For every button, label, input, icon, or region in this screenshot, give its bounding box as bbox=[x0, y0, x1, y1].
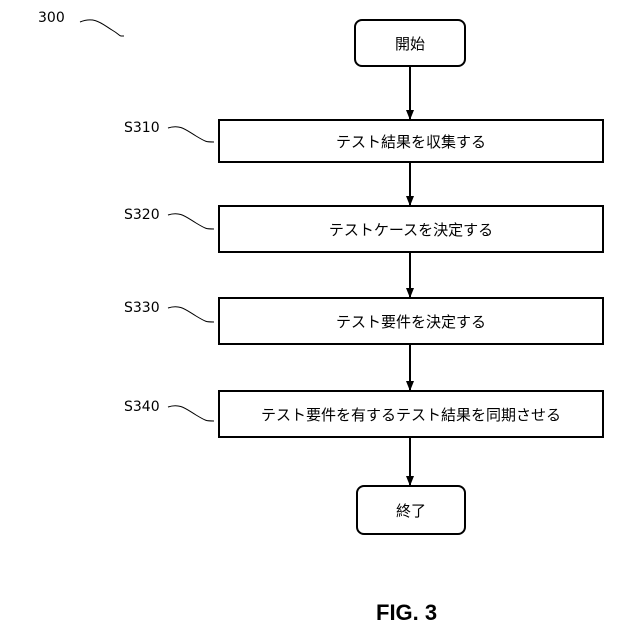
ref-300-leader bbox=[80, 20, 124, 36]
step-id-s310: S310 bbox=[124, 120, 160, 136]
step-box-s310: テスト結果を収集する bbox=[218, 119, 604, 163]
figure-caption: FIG. 3 bbox=[376, 600, 437, 626]
s320-leader bbox=[168, 214, 214, 229]
s310-leader bbox=[168, 127, 214, 142]
start-terminal: 開始 bbox=[354, 19, 466, 67]
step-box-s330: テスト要件を決定する bbox=[218, 297, 604, 345]
step-id-s320: S320 bbox=[124, 207, 160, 223]
s340-leader bbox=[168, 406, 214, 421]
step-id-s340: S340 bbox=[124, 399, 160, 415]
step-box-s340: テスト要件を有するテスト結果を同期させる bbox=[218, 390, 604, 438]
step-id-s330: S330 bbox=[124, 300, 160, 316]
s330-leader bbox=[168, 307, 214, 322]
figure-ref-label: 300 bbox=[38, 10, 65, 26]
step-box-s320: テストケースを決定する bbox=[218, 205, 604, 253]
end-terminal: 終了 bbox=[356, 485, 466, 535]
